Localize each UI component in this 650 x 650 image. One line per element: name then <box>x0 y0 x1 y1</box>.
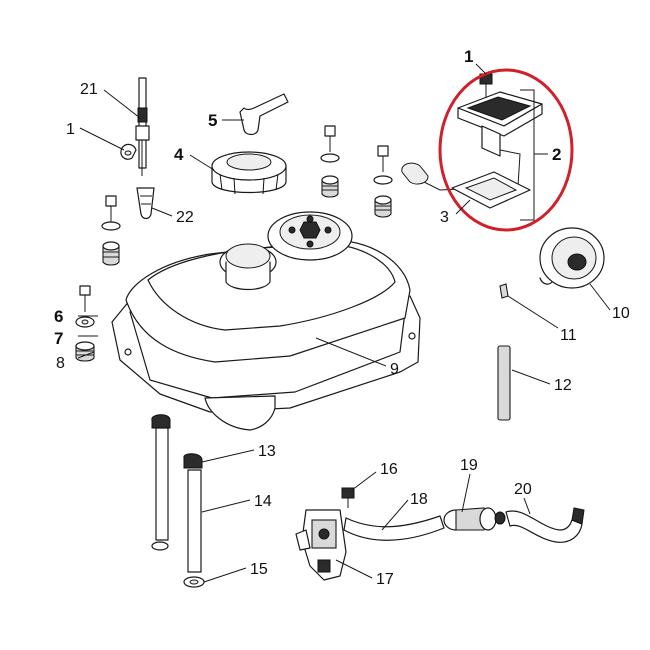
callout-1-sender-screw: 1 <box>464 47 473 66</box>
callout-labels: 1 2 3 21 1 5 4 22 6 7 8 9 10 11 12 13 14… <box>54 47 630 588</box>
mount-bolt-left <box>105 195 117 222</box>
callout-4-fuel-cap: 4 <box>174 145 184 164</box>
hose-clip-1-left <box>120 143 137 160</box>
leader-lines <box>77 63 611 583</box>
fuel-pipe-left <box>151 414 171 551</box>
fuel-hose-18 <box>343 515 445 541</box>
callout-21-fuel-valve: 21 <box>80 81 98 98</box>
sender-bracket <box>520 89 535 221</box>
fuel-rod-12 <box>497 345 511 421</box>
hose-clamp-13 <box>183 453 203 469</box>
callout-8-grommet: 8 <box>56 355 65 372</box>
bolt-16 <box>341 487 355 508</box>
callout-12-rod: 12 <box>554 377 572 394</box>
callout-16-bolt: 16 <box>380 461 398 478</box>
fuel-pin-11 <box>499 283 509 299</box>
callout-9-fuel-tank: 9 <box>390 361 399 378</box>
callout-2-fuel-gauge: 2 <box>552 145 561 164</box>
callout-20-fuel-hose: 20 <box>514 481 532 498</box>
mount-bolt-right <box>373 145 393 218</box>
mount-bolt-6 <box>79 285 91 312</box>
callout-17-valve-body: 17 <box>376 571 394 588</box>
callout-10-damper: 10 <box>612 305 630 322</box>
callout-14-fuel-pipe: 14 <box>254 493 272 510</box>
callout-5-vent-tube: 5 <box>208 111 217 130</box>
callout-11-pin: 11 <box>560 327 577 344</box>
callout-19-inline-filter: 19 <box>460 457 478 474</box>
highlight-ring <box>438 68 574 232</box>
mount-grommet-left <box>102 241 120 266</box>
sender-screw-1-top <box>479 73 493 98</box>
fuel-filter-screen-22 <box>136 187 155 220</box>
callout-13-hose-clamp: 13 <box>258 443 276 460</box>
sender-gasket-3 <box>451 171 531 209</box>
callout-1-hose-clip: 1 <box>66 121 75 138</box>
rubber-damper-10 <box>539 227 605 289</box>
fuel-valve-21 <box>135 77 150 176</box>
fuel-hose-20 <box>505 507 585 543</box>
callout-18-fuel-hose: 18 <box>410 491 428 508</box>
mount-washer-left <box>101 221 121 231</box>
callout-22-filter-screen: 22 <box>176 209 194 226</box>
hose-clamp-15 <box>183 576 205 588</box>
fuel-tank <box>111 211 421 431</box>
mount-washer-7 <box>75 316 95 328</box>
mount-bolt-center <box>320 125 340 198</box>
inline-filter-19 <box>443 507 506 531</box>
fuel-cap <box>211 151 287 195</box>
callout-3-gasket: 3 <box>440 209 449 226</box>
vent-tube <box>239 93 289 136</box>
fuel-valve-body-17 <box>295 509 347 581</box>
fuel-pipe-14 <box>187 469 202 573</box>
fuel-gauge-sender <box>401 91 543 191</box>
callout-6-bolt: 6 <box>54 307 63 326</box>
callout-15-hose-clamp: 15 <box>250 561 268 578</box>
callout-7-washer: 7 <box>54 329 63 348</box>
